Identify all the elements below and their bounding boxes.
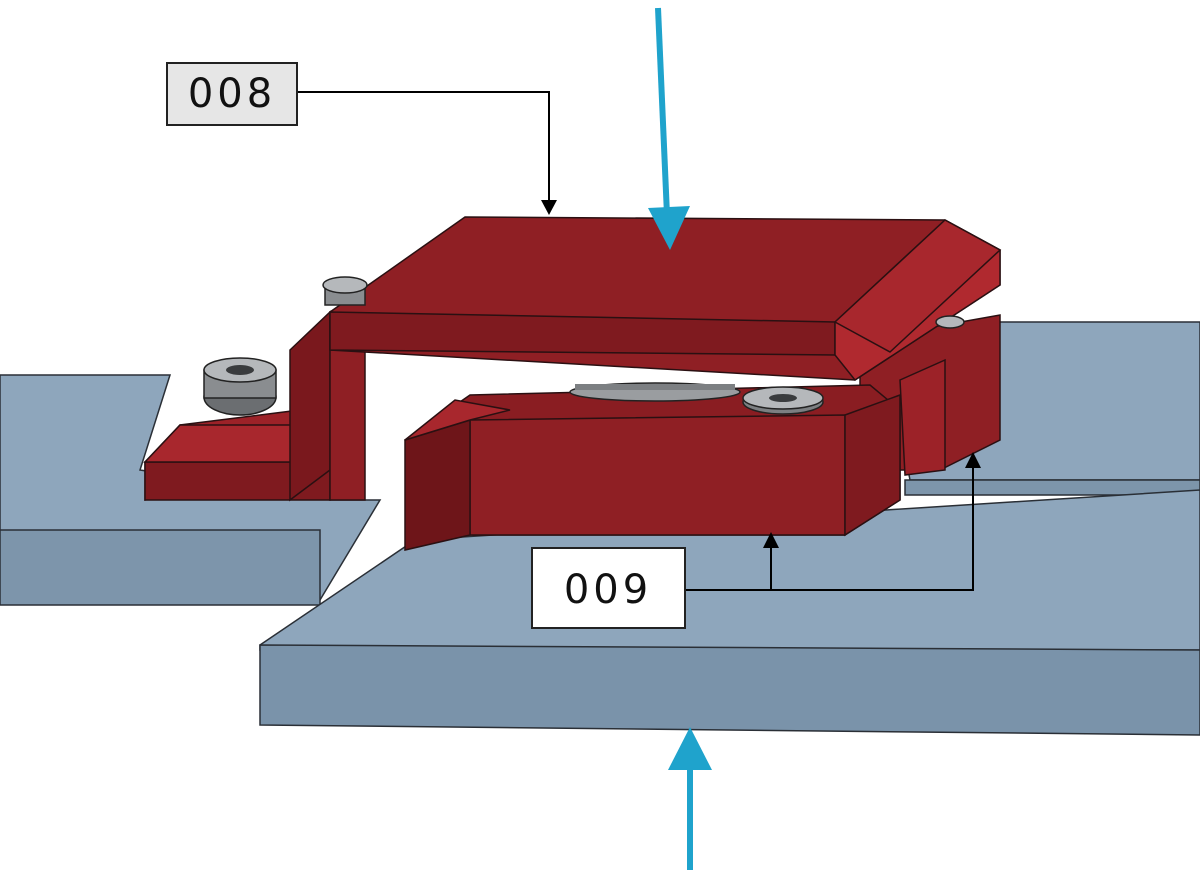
- leader-arrowhead-icon: [763, 532, 779, 548]
- callout-009: 009: [531, 452, 981, 629]
- washer-center-icon: [569, 382, 741, 402]
- callout-box-009: [531, 547, 686, 629]
- leader-arrowhead-icon: [541, 200, 557, 215]
- callout-box-008: [166, 62, 298, 126]
- bolt-left-icon: [203, 357, 277, 416]
- bolt-right-icon: [742, 386, 824, 415]
- bolt-back-icon: [322, 276, 368, 306]
- callout-008: 008: [166, 62, 557, 215]
- callout-label-009: 009: [564, 567, 652, 613]
- force-arrows: [648, 7, 712, 870]
- leader-arrowhead-icon: [965, 452, 981, 468]
- fasteners: [203, 276, 965, 416]
- lower-plate: [259, 489, 1200, 736]
- callout-label-008: 008: [188, 71, 276, 117]
- force-arrow-up-icon: [668, 727, 712, 870]
- bolt-far-right-icon: [935, 315, 965, 329]
- red-assembly: [143, 216, 1002, 551]
- force-arrow-down-icon: [648, 7, 690, 250]
